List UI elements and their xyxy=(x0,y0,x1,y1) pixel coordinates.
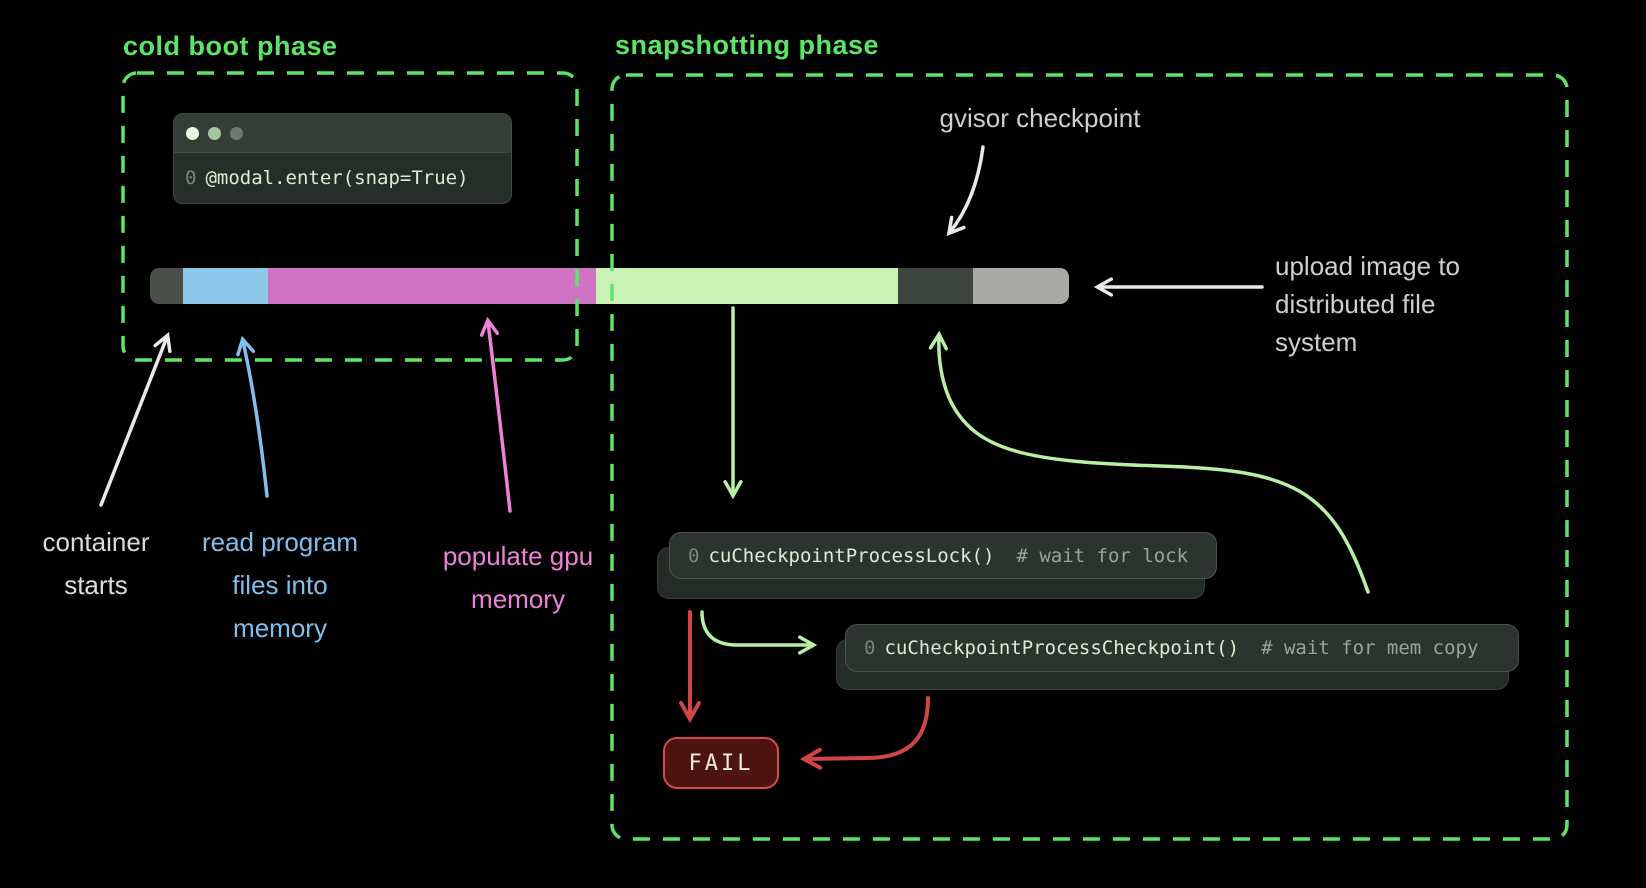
window-dot-minimize xyxy=(208,126,221,140)
segment-populate-gpu xyxy=(268,268,596,304)
line-marker-icon: 0 xyxy=(185,167,197,189)
segment-gvisor-checkpoint xyxy=(898,268,973,304)
upload-image-label: upload image to distributed file system xyxy=(1275,251,1461,357)
lock-to-checkpoint-arrow xyxy=(700,610,812,645)
checkpoint-snippet-chip: 0 cuCheckpointProcessCheckpoint() # wait… xyxy=(845,624,1519,672)
segment-snapshot xyxy=(596,268,898,304)
gvisor-checkpoint-label: gvisor checkpoint xyxy=(939,103,1141,133)
segment-read-program-files xyxy=(183,268,268,304)
segment-upload-image xyxy=(973,268,1069,304)
lock-snippet-code: cuCheckpointProcessLock() xyxy=(708,544,995,567)
gvisor-checkpoint-arrow xyxy=(950,145,985,232)
window-dot-close xyxy=(186,126,199,140)
checkpoint-snippet-comment: # wait for mem copy xyxy=(1261,637,1479,659)
line-marker-icon: 0 xyxy=(688,544,700,567)
fail-badge: FAIL xyxy=(663,737,779,789)
checkpoint-fail-arrow xyxy=(806,696,930,759)
line-marker-icon: 0 xyxy=(864,637,876,659)
lock-snippet-chip: 0 cuCheckpointProcessLock() # wait for l… xyxy=(669,532,1217,579)
container-starts-label: container starts xyxy=(42,527,150,600)
container-starts-arrow xyxy=(99,337,167,507)
fail-label: FAIL xyxy=(688,750,754,776)
window-dot-maximize xyxy=(230,126,243,140)
terminal-code-text: @modal.enter(snap=True) xyxy=(205,167,469,189)
read-program-files-arrow xyxy=(243,341,269,498)
snapshotting-phase-title: snapshotting phase xyxy=(615,30,880,60)
populate-gpu-memory-label: populate gpu memory xyxy=(442,541,594,614)
terminal-window: 0 @modal.enter(snap=True) xyxy=(173,113,512,204)
checkpoint-snippet-code: cuCheckpointProcessCheckpoint() xyxy=(884,637,1240,659)
terminal-titlebar xyxy=(174,114,511,153)
segment-container-start xyxy=(150,268,183,304)
cold-boot-phase-title: cold boot phase xyxy=(123,31,338,61)
snapshotting-phase-box xyxy=(610,73,1569,841)
boot-timeline-bar xyxy=(150,268,1069,304)
terminal-code-line: 0 @modal.enter(snap=True) xyxy=(174,153,511,203)
populate-gpu-arrow xyxy=(488,322,512,513)
read-program-files-label: read program files into memory xyxy=(201,527,359,643)
lock-snippet-comment: # wait for lock xyxy=(1016,544,1189,567)
